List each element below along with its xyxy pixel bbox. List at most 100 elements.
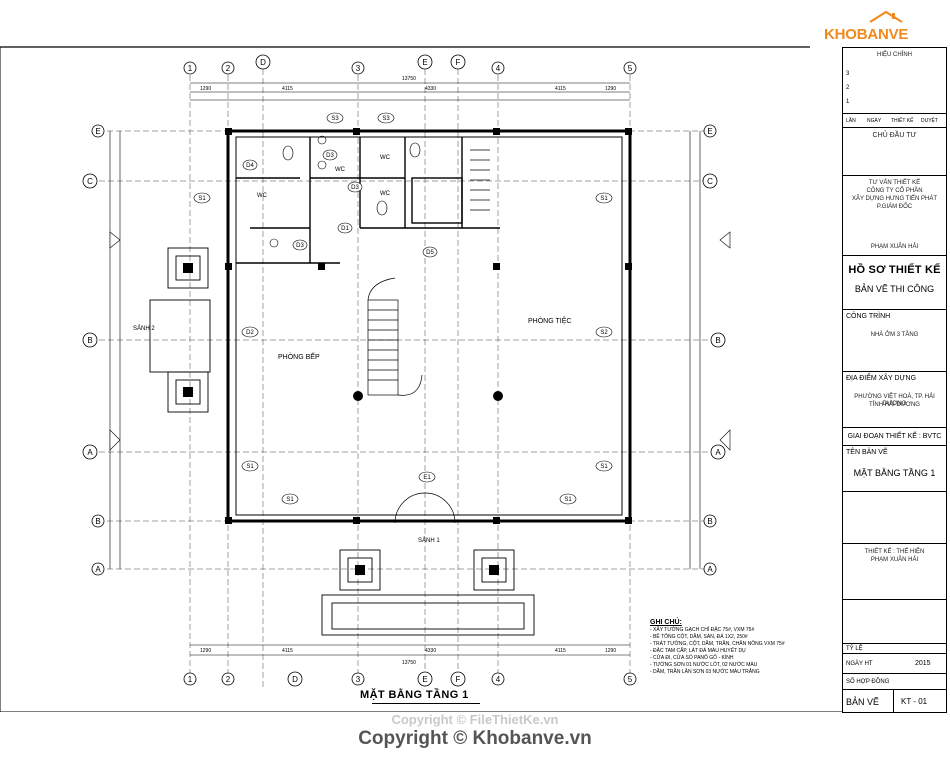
room-label-wc-3: WC — [257, 193, 267, 199]
drawing-name: MẶT BẰNG TẦNG 1 — [853, 468, 936, 478]
consultant-line: XÂY DỰNG HƯNG TIẾN PHÁT — [851, 196, 938, 202]
svg-text:D2: D2 — [246, 330, 254, 336]
designer-line: THIẾT KẾ : THẾ HIỆN — [864, 549, 925, 555]
design-stage: GIAI ĐOẠN THIẾT KẾ : BVTC — [847, 433, 942, 440]
floor-plan: 13750 1290 4115 4330 4115 1290 13750 129… — [0, 46, 842, 712]
room-label-wc-2: WC — [380, 155, 390, 161]
revision-col: NGÀY — [867, 118, 882, 124]
project-label: CÔNG TRÌNH — [846, 313, 891, 320]
svg-text:1: 1 — [188, 675, 193, 684]
room-label-kitchen: PHÒNG BẾP — [278, 354, 320, 361]
plan-title: MẶT BẰNG TẦNG 1 — [360, 689, 469, 701]
svg-text:D3: D3 — [351, 185, 359, 191]
general-notes: GHI CHÚ: - XÂY TƯỜNG GẠCH CHỈ ĐẶC 75#, V… — [650, 618, 840, 676]
location-label: ĐỊA ĐIỂM XÂY DỰNG — [846, 375, 917, 382]
contract-row: SỐ HỢP ĐỒNG — [843, 674, 946, 690]
owner-label: CHỦ ĐẦU TƯ — [872, 132, 917, 139]
logo-house-icon — [869, 10, 903, 23]
location-line: PHƯỜNG VIỆT HOÀ, TP. HẢI DƯƠNG — [854, 394, 935, 407]
date-label: NGÀY HT — [846, 661, 873, 667]
svg-text:C: C — [707, 177, 713, 186]
project-section: CÔNG TRÌNH NHÀ ỞM 3 TẦNG — [843, 310, 946, 372]
svg-text:1290: 1290 — [605, 86, 616, 92]
note-item: - ĐẶC TAM CẤP, LÁT ĐÁ MÀU HUYẾT DỤ — [650, 648, 746, 654]
svg-text:E: E — [422, 58, 427, 67]
svg-text:13750: 13750 — [402, 660, 416, 666]
khobanve-logo: KHOBANVE — [818, 10, 928, 46]
svg-text:S3: S3 — [331, 116, 339, 122]
svg-text:4115: 4115 — [282, 648, 293, 654]
svg-text:4: 4 — [496, 675, 501, 684]
svg-text:S1: S1 — [600, 464, 608, 470]
svg-text:A: A — [715, 448, 721, 457]
scale-label: TỶ LỆ — [846, 646, 863, 652]
date-value: 2015 — [915, 660, 931, 667]
svg-text:3: 3 — [356, 675, 361, 684]
date-row: NGÀY HT 2015 — [843, 654, 946, 674]
svg-text:4115: 4115 — [555, 86, 566, 92]
svg-text:13750: 13750 — [402, 76, 416, 82]
svg-text:S1: S1 — [564, 497, 572, 503]
consultant-label: TƯ VẤN THIẾT KẾ — [868, 180, 921, 186]
stage-section: GIAI ĐOẠN THIẾT KẾ : BVTC — [843, 428, 946, 446]
watermark-main: Copyright © Khobanve.vn — [358, 728, 592, 749]
sheet-row: BẢN VẼ KT - 01 — [843, 690, 946, 712]
note-item: - TRÁT TƯỜNG, CỘT, DẦM, TRẦN, CHÂN NÔNG … — [650, 641, 785, 647]
svg-text:4330: 4330 — [425, 86, 436, 92]
revision-row: 2 — [846, 85, 850, 91]
scale-row: TỶ LỆ — [843, 644, 946, 654]
svg-text:D: D — [292, 675, 298, 684]
location-section: ĐỊA ĐIỂM XÂY DỰNG PHƯỜNG VIỆT HOÀ, TP. H… — [843, 372, 946, 428]
room-label-wc-4: WC — [380, 191, 390, 197]
svg-text:4115: 4115 — [282, 86, 293, 92]
svg-text:D4: D4 — [246, 163, 254, 169]
svg-text:5: 5 — [628, 675, 633, 684]
location-line: TỈNH HẢI DƯƠNG — [869, 402, 920, 408]
svg-text:B: B — [707, 517, 712, 526]
svg-text:2: 2 — [226, 675, 231, 684]
sheet-number: KT - 01 — [901, 697, 928, 706]
consultant-line: P.GIÁM ĐỐC — [876, 204, 913, 210]
svg-text:S1: S1 — [198, 196, 206, 202]
svg-text:D: D — [260, 58, 266, 67]
svg-text:4115: 4115 — [555, 648, 566, 654]
svg-text:D3: D3 — [326, 153, 334, 159]
svg-text:E: E — [422, 675, 427, 684]
revision-col: DUYỆT — [921, 118, 938, 124]
room-label-lobby-1: SẢNH 1 — [418, 538, 440, 544]
sheet-label: BẢN VẼ — [846, 697, 880, 707]
revision-columns: LẦN NGÀY THIẾT KẾ DUYỆT — [843, 114, 946, 128]
svg-text:D1: D1 — [341, 226, 349, 232]
consultant-line: CÔNG TY CỔ PHẦN — [866, 188, 923, 194]
revision-row: 3 — [846, 71, 850, 77]
revision-table: HIỆU CHỈNH 3 2 1 — [843, 48, 946, 114]
project-value: NHÀ ỞM 3 TẦNG — [870, 332, 919, 338]
plan-title-underline — [372, 703, 480, 704]
svg-text:3: 3 — [356, 64, 361, 73]
designer-line: PHẠM XUÂN HẢI — [870, 557, 919, 563]
svg-text:S2: S2 — [600, 330, 608, 336]
svg-text:4330: 4330 — [425, 648, 436, 654]
room-label-lobby-2: SẢNH 2 — [133, 326, 155, 332]
note-item: - BÊ TÔNG CỘT, DẦM, SÀN, ĐÁ 1X2, 250# — [650, 634, 748, 640]
note-item: - TƯỜNG SƠN 01 NƯỚC LÓT, 02 NƯỚC MÀU — [650, 662, 758, 668]
svg-text:A: A — [87, 448, 93, 457]
dossier-section: HỒ SƠ THIẾT KẾ BẢN VẼ THI CÔNG — [843, 256, 946, 310]
notes-heading: GHI CHÚ: — [650, 619, 682, 626]
svg-text:E: E — [707, 127, 712, 136]
note-item: - XÂY TƯỜNG GẠCH CHỈ ĐẶC 75#, VXM 75# — [650, 627, 755, 633]
svg-text:E1: E1 — [423, 475, 431, 481]
dossier-title: HỒ SƠ THIẾT KẾ — [848, 264, 941, 276]
contract-label: SỐ HỢP ĐỒNG — [846, 679, 890, 685]
revision-row: 1 — [846, 99, 850, 105]
designer-section: THIẾT KẾ : THẾ HIỆN PHẠM XUÂN HẢI — [843, 544, 946, 600]
svg-text:1: 1 — [188, 64, 193, 73]
svg-text:1290: 1290 — [200, 86, 211, 92]
svg-text:1290: 1290 — [605, 648, 616, 654]
svg-text:S1: S1 — [600, 196, 608, 202]
svg-text:A: A — [707, 565, 713, 574]
svg-text:2: 2 — [226, 64, 231, 73]
blank-section — [843, 600, 946, 644]
title-block: HIỆU CHỈNH 3 2 1 LẦN NGÀY THIẾT KẾ DUYỆT… — [842, 47, 947, 713]
revision-header: HIỆU CHỈNH — [876, 52, 912, 58]
